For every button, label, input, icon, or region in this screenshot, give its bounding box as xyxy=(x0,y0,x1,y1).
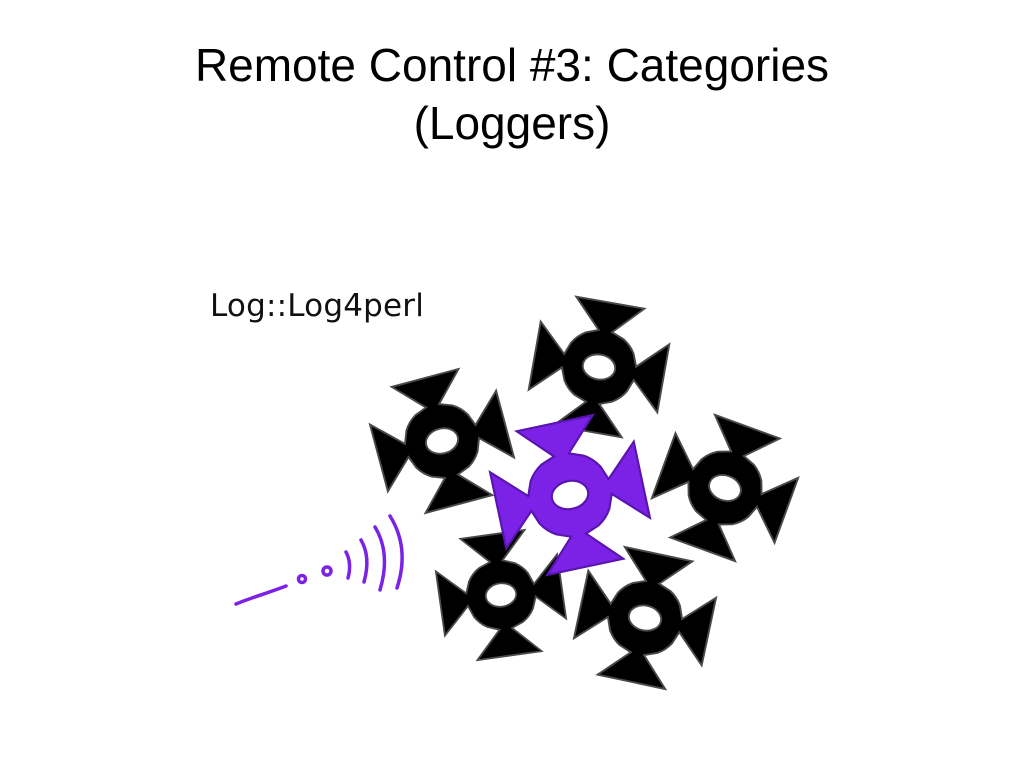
signal-waves-icon xyxy=(234,514,404,606)
slide-title-line-2: (Loggers) xyxy=(413,97,611,149)
slide-title-line-1: Remote Control #3: Categories xyxy=(194,39,830,91)
gear-icon xyxy=(640,403,810,573)
gear-icon xyxy=(522,290,676,444)
caption-log4perl: Log::Log4perl xyxy=(210,288,425,324)
slide-title: Remote Control #3: Categories (Loggers) xyxy=(0,36,1024,152)
gear-icon xyxy=(430,524,572,666)
